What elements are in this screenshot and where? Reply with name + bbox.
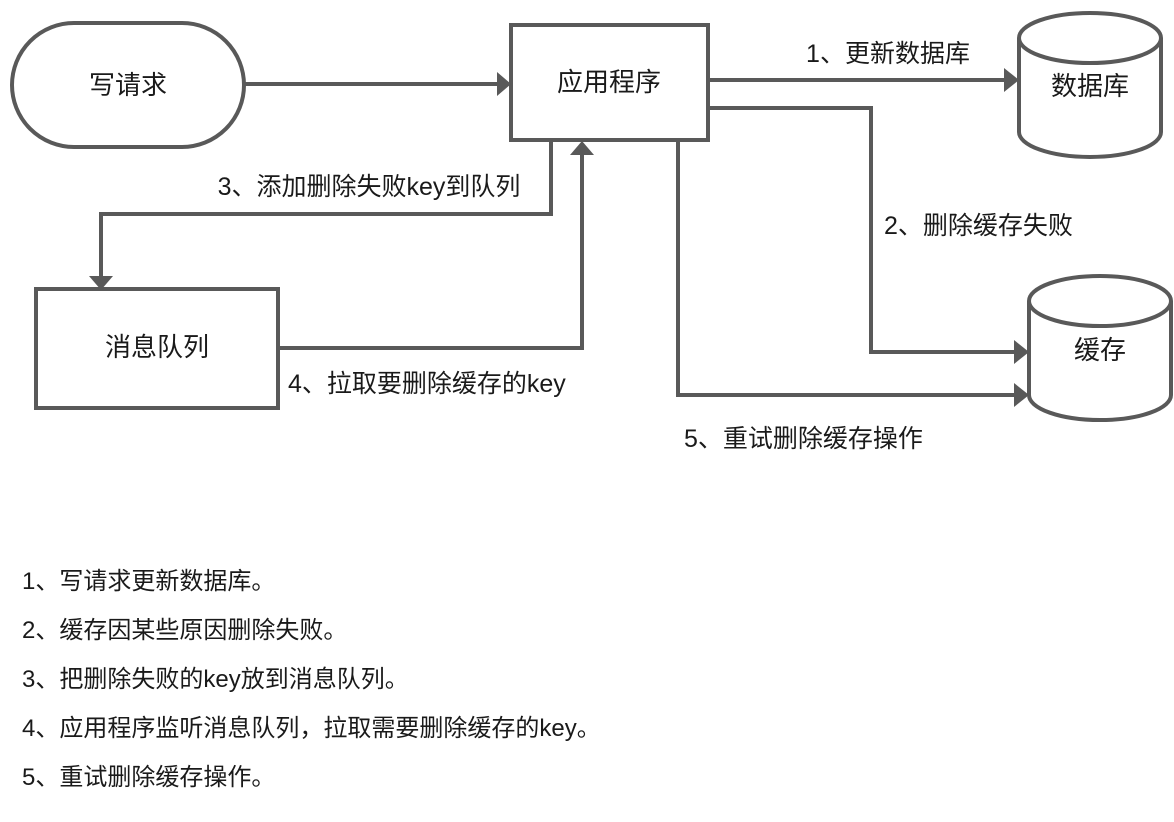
edge-app-to-cache-fail-line: [708, 106, 1014, 354]
edge-app-to-message-queue-arrowhead: [89, 276, 113, 290]
edge-app-to-message-queue-label: 3、添加删除失败key到队列: [218, 173, 521, 201]
edge-app-to-cache-retry-line: [676, 140, 1014, 397]
edge-write-to-app: [244, 72, 511, 96]
edge-app-to-cache-retry: 5、重试删除缓存操作: [676, 140, 1029, 453]
step-item: 5、重试删除缓存操作。: [22, 764, 276, 791]
edge-message-queue-to-app-arrowhead: [570, 141, 594, 155]
steps-list: 1、写请求更新数据库。 2、缓存因某些原因删除失败。 3、把删除失败的key放到…: [22, 568, 1142, 791]
step-item: 4、应用程序监听消息队列，拉取需要删除缓存的key。: [22, 715, 601, 742]
edge-app-to-cache-fail-label: 2、删除缓存失败: [884, 212, 1073, 240]
edge-message-queue-to-app-label: 4、拉取要删除缓存的key: [288, 370, 566, 398]
edge-app-to-cache-retry-arrowhead: [1014, 383, 1029, 407]
database-label: 数据库: [1051, 71, 1129, 101]
write-request-label: 写请求: [89, 70, 167, 100]
edge-write-to-app-arrowhead: [497, 72, 511, 96]
step-item: 2、缓存因某些原因删除失败。: [22, 617, 348, 644]
message-queue-shape: [34, 287, 280, 410]
application-label: 应用程序: [557, 67, 661, 97]
edge-app-to-cache-fail: 2、删除缓存失败: [708, 106, 1073, 364]
edge-app-to-database: 1、更新数据库: [708, 40, 1019, 92]
node-message-queue: 消息队列: [34, 287, 280, 410]
node-application: 应用程序: [509, 23, 710, 142]
node-cache: 缓存: [1027, 274, 1173, 422]
edge-app-to-message-queue-line: [99, 140, 553, 276]
edge-app-to-cache-fail-arrowhead: [1014, 340, 1029, 364]
edge-app-to-database-arrowhead: [1004, 68, 1019, 92]
cache-cylinder-top: [1027, 274, 1173, 328]
message-queue-label: 消息队列: [105, 332, 209, 362]
node-database: 数据库: [1017, 11, 1163, 159]
application-shape: [509, 23, 710, 142]
edge-app-to-database-label: 1、更新数据库: [806, 40, 970, 68]
step-item: 3、把删除失败的key放到消息队列。: [22, 666, 409, 693]
cache-delete-retry-diagram: 写请求 应用程序 消息队列 数据库 缓存: [10, 11, 1173, 453]
edge-app-to-message-queue: 3、添加删除失败key到队列: [89, 140, 553, 290]
edge-app-to-cache-retry-label: 5、重试删除缓存操作: [684, 425, 923, 453]
edge-message-queue-to-app: 4、拉取要删除缓存的key: [278, 141, 594, 398]
database-cylinder-body: [1017, 38, 1163, 159]
database-cylinder-top: [1017, 11, 1163, 65]
node-write-request: 写请求: [10, 21, 246, 149]
edge-message-queue-to-app-line: [278, 155, 584, 350]
cache-cylinder-body: [1027, 301, 1173, 422]
step-item: 1、写请求更新数据库。: [22, 568, 276, 595]
cache-label: 缓存: [1074, 335, 1126, 365]
